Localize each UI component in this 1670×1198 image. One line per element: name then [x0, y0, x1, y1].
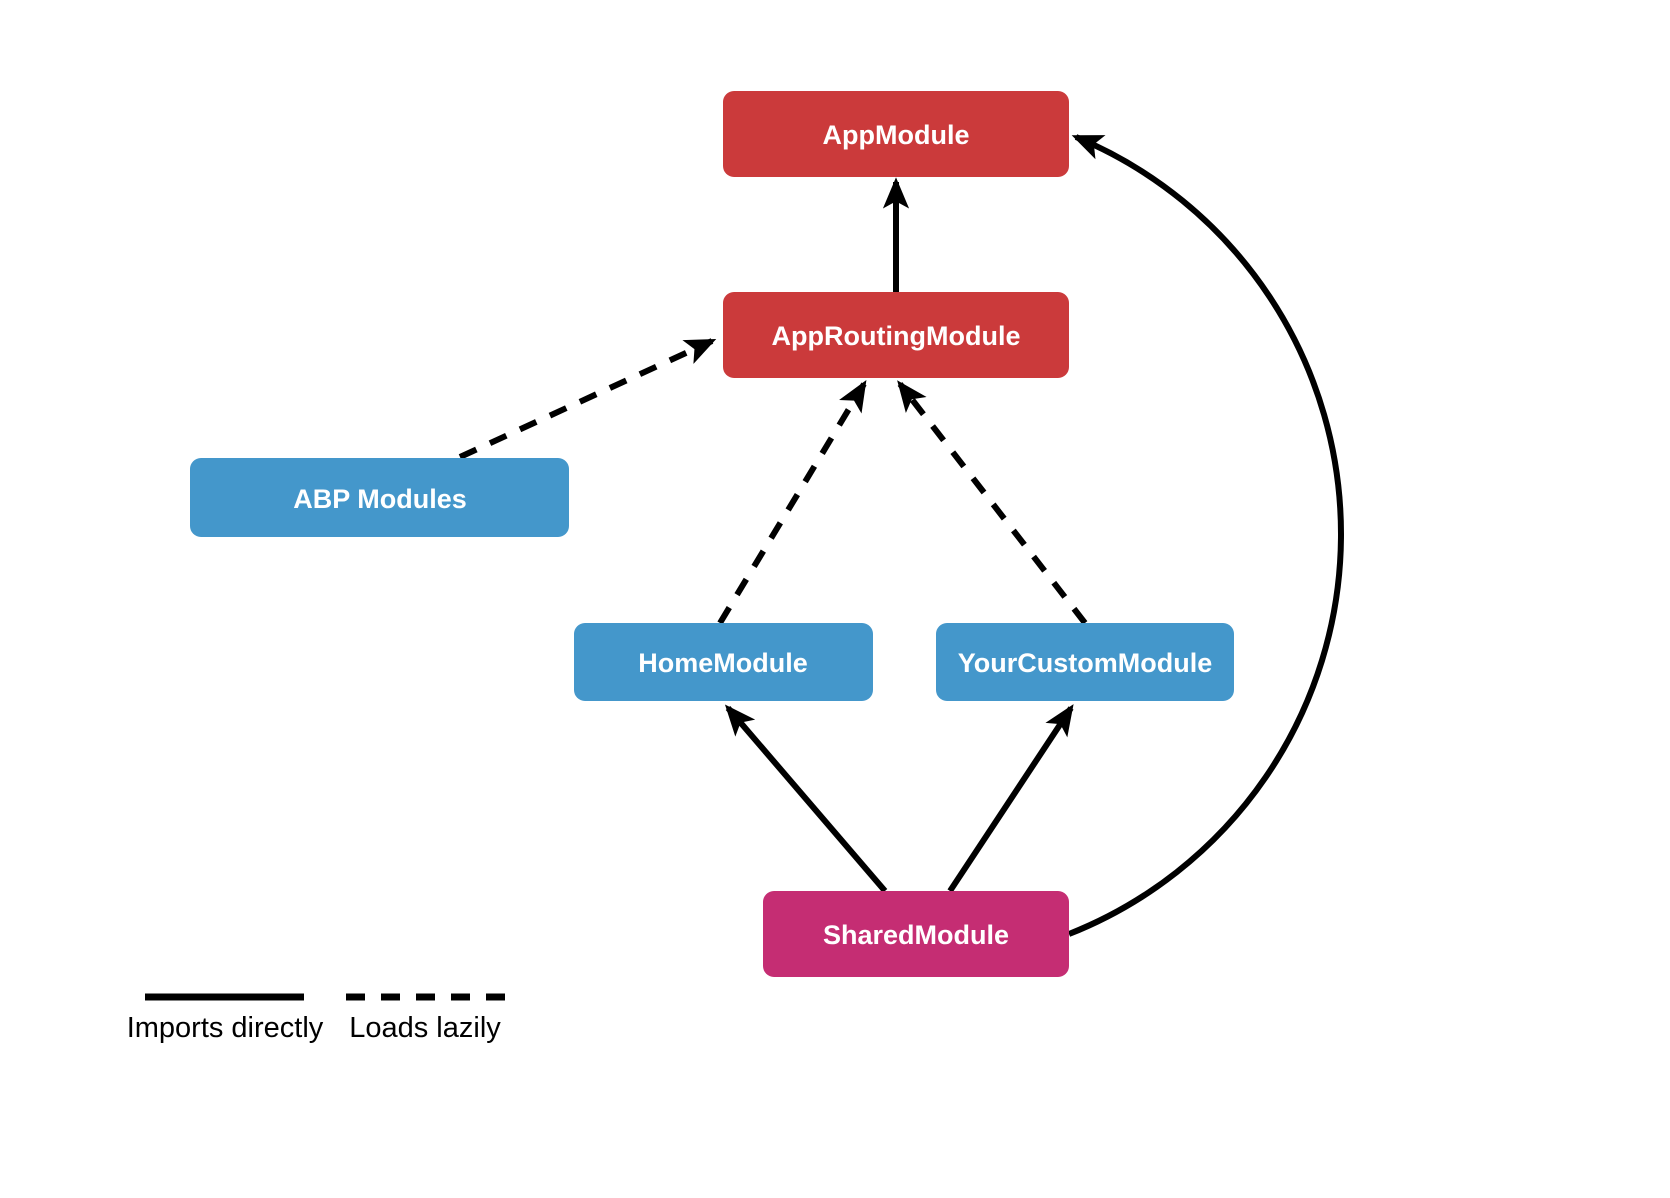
node-app-module-box	[723, 91, 1069, 177]
edge-sharedmodule-to-yourcustommodule	[947, 704, 1074, 893]
edges	[458, 134, 1344, 937]
edge-sharedmodule-to-homemodule	[724, 704, 888, 893]
node-your-custom-module-label: YourCustomModule	[958, 648, 1212, 678]
node-abp-modules-label: ABP Modules	[293, 484, 467, 514]
node-home-module-label: HomeModule	[638, 648, 808, 678]
node-abp-modules: ABP Modules	[190, 458, 569, 537]
legend: Imports directly Loads lazily	[127, 993, 507, 1044]
edge-homemodule-to-approutingmodule	[717, 379, 867, 625]
edge-sharedmodule-to-appmodule	[1067, 134, 1344, 937]
edge-abpmodules-to-approutingmodule	[458, 338, 717, 460]
node-abp-modules-box	[190, 458, 569, 537]
node-home-module-box	[574, 623, 873, 701]
legend-dashed-label: Loads lazily	[349, 1012, 501, 1044]
node-app-routing-module-label: AppRoutingModule	[772, 321, 1021, 351]
legend-solid-label: Imports directly	[127, 1012, 324, 1044]
node-app-routing-module: AppRoutingModule	[723, 292, 1069, 378]
node-app-module-label: AppModule	[823, 120, 970, 150]
node-app-routing-module-box	[723, 292, 1069, 378]
node-your-custom-module-box	[936, 623, 1234, 701]
node-home-module: HomeModule	[574, 623, 873, 701]
node-app-module: AppModule	[723, 91, 1069, 177]
node-your-custom-module: YourCustomModule	[936, 623, 1234, 701]
node-shared-module-box	[763, 891, 1069, 977]
edge-yourcustommodule-to-approutingmodule	[897, 380, 1088, 625]
node-shared-module-label: SharedModule	[823, 920, 1009, 950]
node-shared-module: SharedModule	[763, 891, 1069, 977]
